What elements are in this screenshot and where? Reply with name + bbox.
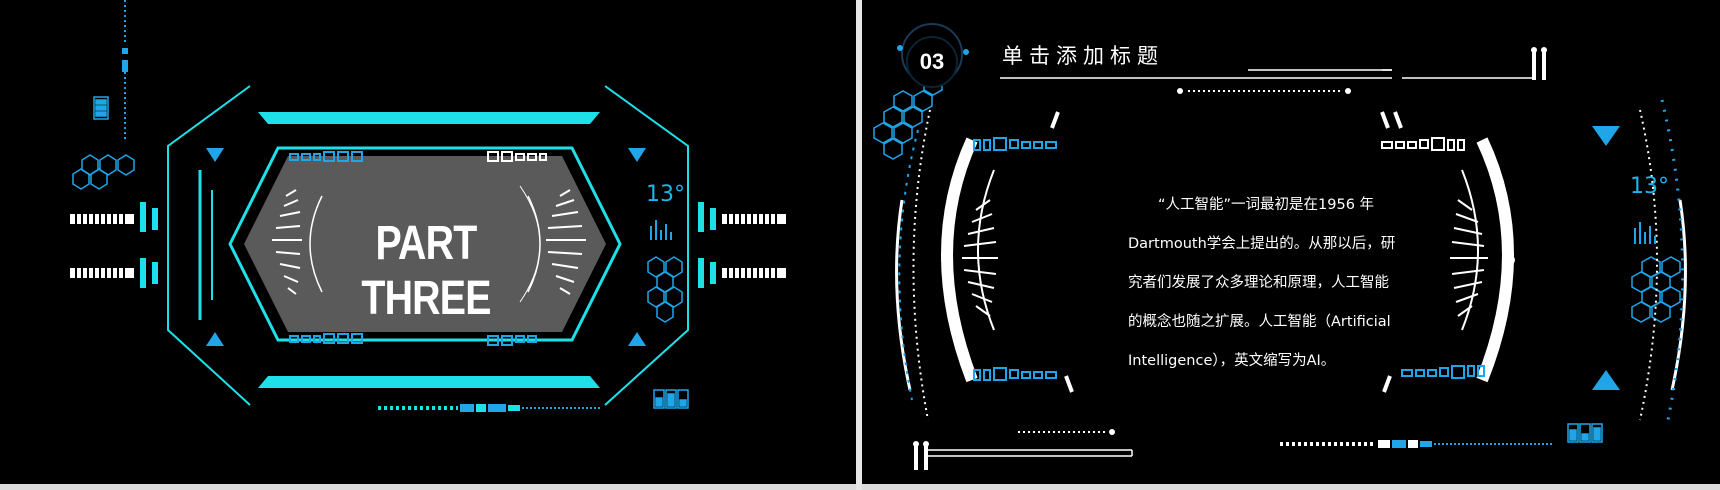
temperature-readout: 13°	[646, 182, 685, 207]
body-line: 的概念也随之扩展。人工智能（Artificial	[1128, 314, 1391, 330]
hud-frame-left	[70, 0, 786, 412]
slide-heading[interactable]: 单击添加标题	[1002, 44, 1164, 68]
section-number-badge: 03	[906, 36, 958, 88]
body-line: Intelligence），英文缩写为AI。	[1128, 353, 1336, 369]
slide-divider	[856, 0, 862, 490]
body-line: Dartmouth学会上提出的。从那以后，研	[1128, 236, 1396, 252]
body-line: 究者们发展了众多理论和原理，人工智能	[1128, 275, 1389, 291]
temperature-readout: 13°	[1630, 174, 1669, 199]
body-line: “人工智能”一词最初是在1956 年	[1158, 197, 1375, 213]
slide-part-three[interactable]: PART THREE 13°	[0, 0, 856, 484]
part-title: PART THREE	[361, 217, 491, 325]
body-text-box[interactable]: “人工智能”一词最初是在1956 年 Dartmouth学会上提出的。从那以后，…	[1128, 186, 1428, 381]
hud-frame-right	[873, 23, 1687, 470]
battery-icon	[93, 96, 109, 120]
slide-content-03[interactable]: 03 单击添加标题 13° “人工智能”一词最初是在1956 年 Dartmou…	[862, 0, 1720, 484]
